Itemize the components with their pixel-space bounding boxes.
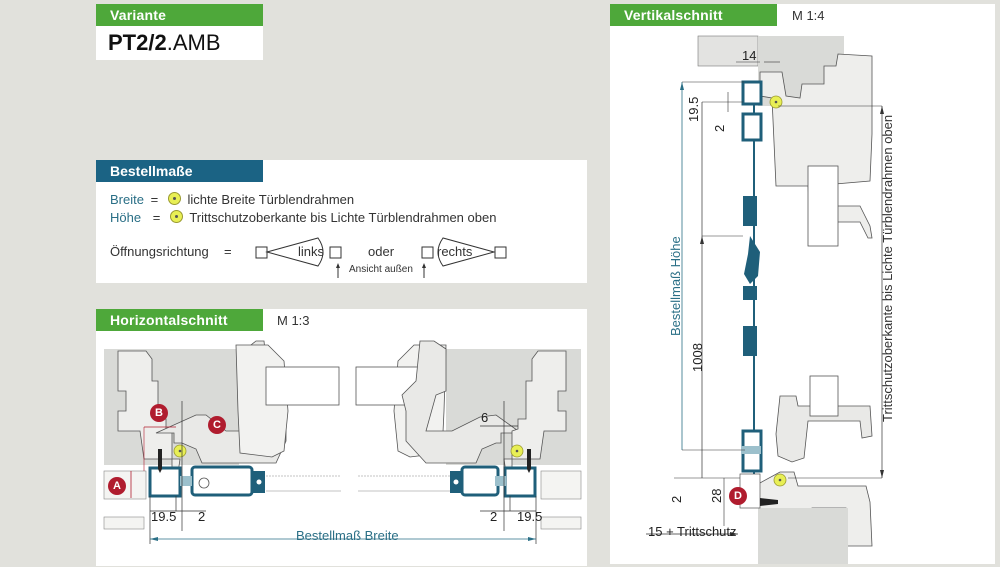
reference-dot-bottom-icon <box>773 473 787 487</box>
screw-right-icon <box>527 449 531 473</box>
sill-right <box>540 470 582 500</box>
hinge-box-right <box>494 246 507 259</box>
opening-left-label: links <box>298 244 325 259</box>
plinth-right <box>540 516 582 530</box>
screw-bottom-icon <box>760 498 778 506</box>
bestellmasse-header: Bestellmaße <box>96 160 263 182</box>
opening-or-label: oder <box>368 244 395 259</box>
dim-right-gap: 2 <box>490 509 498 524</box>
hoehe-label: Höhe <box>110 210 142 225</box>
variant-code-bold: PT2/2 <box>108 30 167 55</box>
opening-eq: = <box>224 244 232 259</box>
dim-gap-bottom: 2 <box>669 495 684 503</box>
variante-header: Variante <box>96 4 263 26</box>
dim-top: 14 <box>742 48 757 63</box>
marker-c: C <box>208 416 226 434</box>
variant-code-suffix: .AMB <box>166 30 221 55</box>
marker-b: B <box>150 404 168 422</box>
dim-kick: 15 + Trittschutz <box>648 524 737 539</box>
breite-eq: = <box>150 192 159 207</box>
breite-text: lichte Breite Türblendrahmen <box>187 192 355 207</box>
floor <box>758 508 848 564</box>
reference-dot-left-icon <box>173 444 187 458</box>
reference-dot-right-icon <box>510 444 524 458</box>
dim-gap-top: 2 <box>712 124 727 132</box>
dim-right-frame: 19.5 <box>517 509 543 524</box>
horizontal-scale: M 1:3 <box>277 313 310 328</box>
marker-a: A <box>108 477 126 495</box>
plinth-left <box>103 516 145 530</box>
opening-right-label: rechts <box>437 244 473 259</box>
alu-leaf-right <box>460 465 500 497</box>
vertical-section-drawing <box>646 35 884 564</box>
dim-left-gap: 2 <box>198 509 206 524</box>
hinge-box-left <box>255 246 268 259</box>
breite-row: Breite = lichte Breite Türblendrahmen <box>110 192 354 207</box>
hoehe-text: Trittschutzoberkante bis Lichte Türblend… <box>189 210 497 225</box>
screw-left-icon <box>158 449 162 473</box>
alu-frame-right <box>503 466 537 498</box>
alu-top <box>741 80 763 106</box>
reference-dot-icon <box>169 210 183 223</box>
bottom-glass-gap <box>809 375 839 417</box>
variante-panel: PT2/2.AMB <box>96 26 263 60</box>
height-label: Bestellmaß Höhe <box>668 236 683 336</box>
leaf-core-left <box>265 366 340 406</box>
opening-direction-diagram <box>255 237 507 278</box>
top-glass-gap <box>807 165 839 247</box>
door-swing-right <box>437 237 496 267</box>
dim-left-frame: 19.5 <box>151 509 177 524</box>
dim-frame: 19.5 <box>686 96 701 122</box>
vertical-scale: M 1:4 <box>792 8 825 23</box>
hinge-box-right-1 <box>421 246 434 259</box>
horizontal-header: Horizontalschnitt <box>96 309 263 331</box>
dim-overlap: 6 <box>481 410 489 425</box>
leaf-frame-right <box>401 340 523 464</box>
width-label: Bestellmaß Breite <box>296 528 399 543</box>
alu-frame-left <box>148 466 182 498</box>
side-label: Trittschutzoberkante bis Lichte Türblend… <box>880 114 895 422</box>
dim-bottom: 28 <box>709 488 724 503</box>
hoehe-row: Höhe = Trittschutzoberkante bis Lichte T… <box>110 210 496 225</box>
reference-dot-icon <box>167 192 181 205</box>
hoehe-eq: = <box>152 210 161 225</box>
bottom-leaf-profile <box>775 395 873 463</box>
vertical-header: Vertikalschnitt <box>610 4 777 26</box>
dim-height-mid: 1008 <box>690 343 705 372</box>
view-note: Ansicht außen <box>349 264 413 275</box>
door-swing-left <box>265 237 324 267</box>
opening-label: Öffnungsrichtung <box>110 244 209 259</box>
reference-dot-top-icon <box>769 95 783 109</box>
lintel-wall <box>697 35 759 67</box>
marker-d: D <box>729 487 747 505</box>
breite-label: Breite <box>110 192 144 207</box>
horizontal-section-drawing <box>103 340 582 544</box>
hinge-box-left-2 <box>329 246 342 259</box>
variant-code: PT2/2.AMB <box>108 30 221 56</box>
